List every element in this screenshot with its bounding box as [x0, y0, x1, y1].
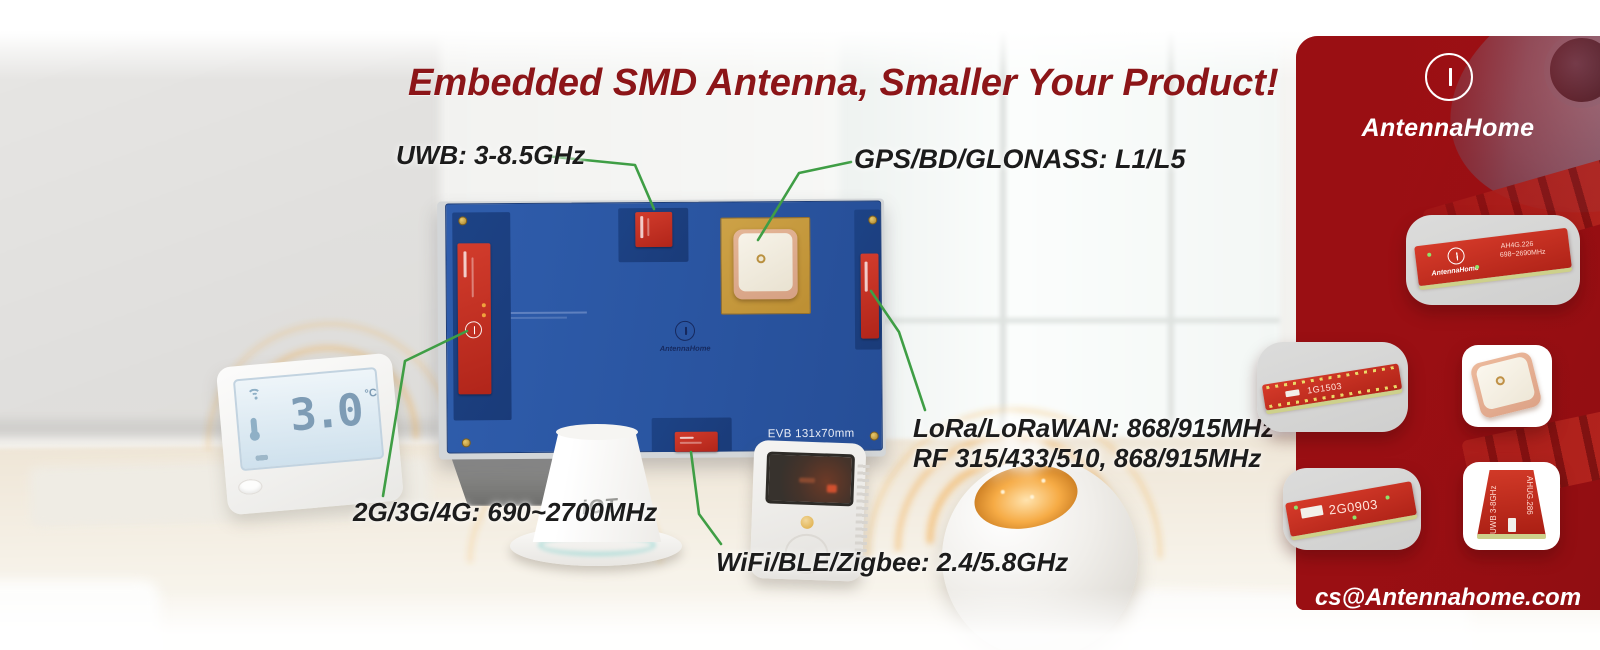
headline: Embedded SMD Antenna, Smaller Your Produ… [408, 62, 1279, 104]
product-card-uwb: UWB 3-8GHz AHUG.286 [1463, 462, 1560, 550]
hub-top-cap [556, 424, 638, 440]
pcb-slot [1300, 504, 1324, 519]
product-card-ceramic-patch [1462, 345, 1552, 427]
uwb-antenna-pcb: UWB 3-8GHz AHUG.286 [1477, 470, 1546, 536]
antennahome-logo-icon [1425, 53, 1473, 101]
contact-email[interactable]: cs@Antennahome.com [1314, 584, 1582, 610]
lora-label-line1: LoRa/LoRaWAN: 868/915MHz [913, 413, 1275, 443]
iot-hub-device: iOT [510, 424, 686, 570]
product-model: AH4G.226 [1500, 240, 1534, 251]
uwb-callout-line [543, 154, 656, 211]
product-card-2g0903: 2G0903 [1283, 468, 1421, 550]
gps-label: GPS/BD/GLONASS: L1/L5 [854, 144, 1186, 174]
pcb-substrate-edge [1477, 534, 1546, 539]
lora-callout-line [869, 289, 927, 412]
product-model: 1G1503 [1306, 380, 1343, 396]
ceramic-patch-antenna [1469, 350, 1543, 420]
cellular-label: 2G/3G/4G: 690~2700MHz [353, 497, 658, 527]
product-brand-text: AntennaHome [1431, 264, 1480, 278]
2g0903-antenna-pcb: 2G0903 [1285, 481, 1418, 541]
product-model: AHUG.286 [1525, 476, 1534, 515]
lora-label-line2: RF 315/433/510, 868/915MHz [913, 443, 1262, 473]
wifi-label: WiFi/BLE/Zigbee: 2.4/5.8GHz [716, 547, 1069, 577]
pcb-slot [1285, 389, 1300, 398]
wifi-callout-line [689, 450, 723, 546]
1g1503-antenna-pcb: 1G1503 [1261, 363, 1403, 415]
window-sill [860, 318, 1280, 323]
product-card-4g-antenna: AntennaHome AH4G.226 698~2690MHz [1406, 215, 1580, 305]
antenna-logo-icon [1446, 246, 1466, 266]
cellular-callout-line [381, 329, 469, 498]
pcb-slot [1508, 518, 1516, 532]
ceramic-top-face [1474, 355, 1537, 411]
bright-window [840, 30, 1280, 460]
gps-callout-line [756, 160, 853, 242]
product-range: 698~2690MHz [1499, 248, 1546, 259]
product-card-1g1503: 1G1503 [1257, 342, 1408, 432]
product-range: UWB 3-8GHz [1489, 485, 1498, 534]
brand-name: AntennaHome [1361, 114, 1535, 142]
uwb-label: UWB: 3-8.5GHz [396, 140, 586, 170]
product-model: 2G0903 [1327, 496, 1379, 518]
4g-antenna-pcb: AntennaHome AH4G.226 698~2690MHz [1414, 227, 1573, 291]
window-mullion [1168, 30, 1174, 460]
window-mullion [1000, 30, 1006, 460]
